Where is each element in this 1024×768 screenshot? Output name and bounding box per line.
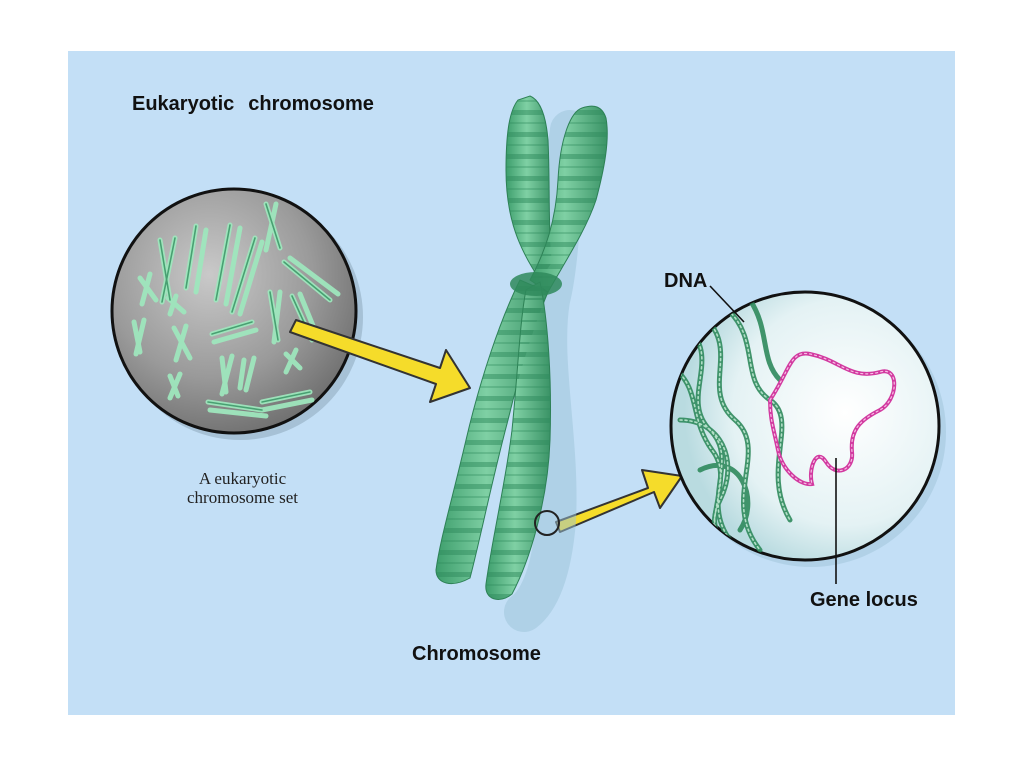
dna-leader-line — [709, 285, 745, 323]
arrow-to-chromosome — [289, 319, 471, 403]
gene-locus-label: Gene locus — [810, 589, 918, 611]
chromosome-illustration — [435, 95, 608, 632]
caption-line-2: chromosome set — [187, 488, 298, 507]
caption-line-1: A eukaryotic — [198, 469, 287, 488]
arrow-to-dna — [555, 469, 683, 533]
dna-label: DNA — [664, 270, 708, 292]
dna-zoom-circle — [669, 290, 946, 567]
title-word-1: Eukaryotic — [132, 93, 235, 115]
chromosome-set-circle — [110, 187, 363, 440]
chromosome-label: Chromosome — [412, 643, 541, 665]
chromosome-set-caption: A eukaryotic chromosome set — [160, 469, 325, 507]
title-word-2: chromosome — [248, 93, 374, 115]
magnified-spot-marker — [534, 510, 560, 536]
diagram-title: Eukaryotic chromosome — [132, 93, 374, 116]
